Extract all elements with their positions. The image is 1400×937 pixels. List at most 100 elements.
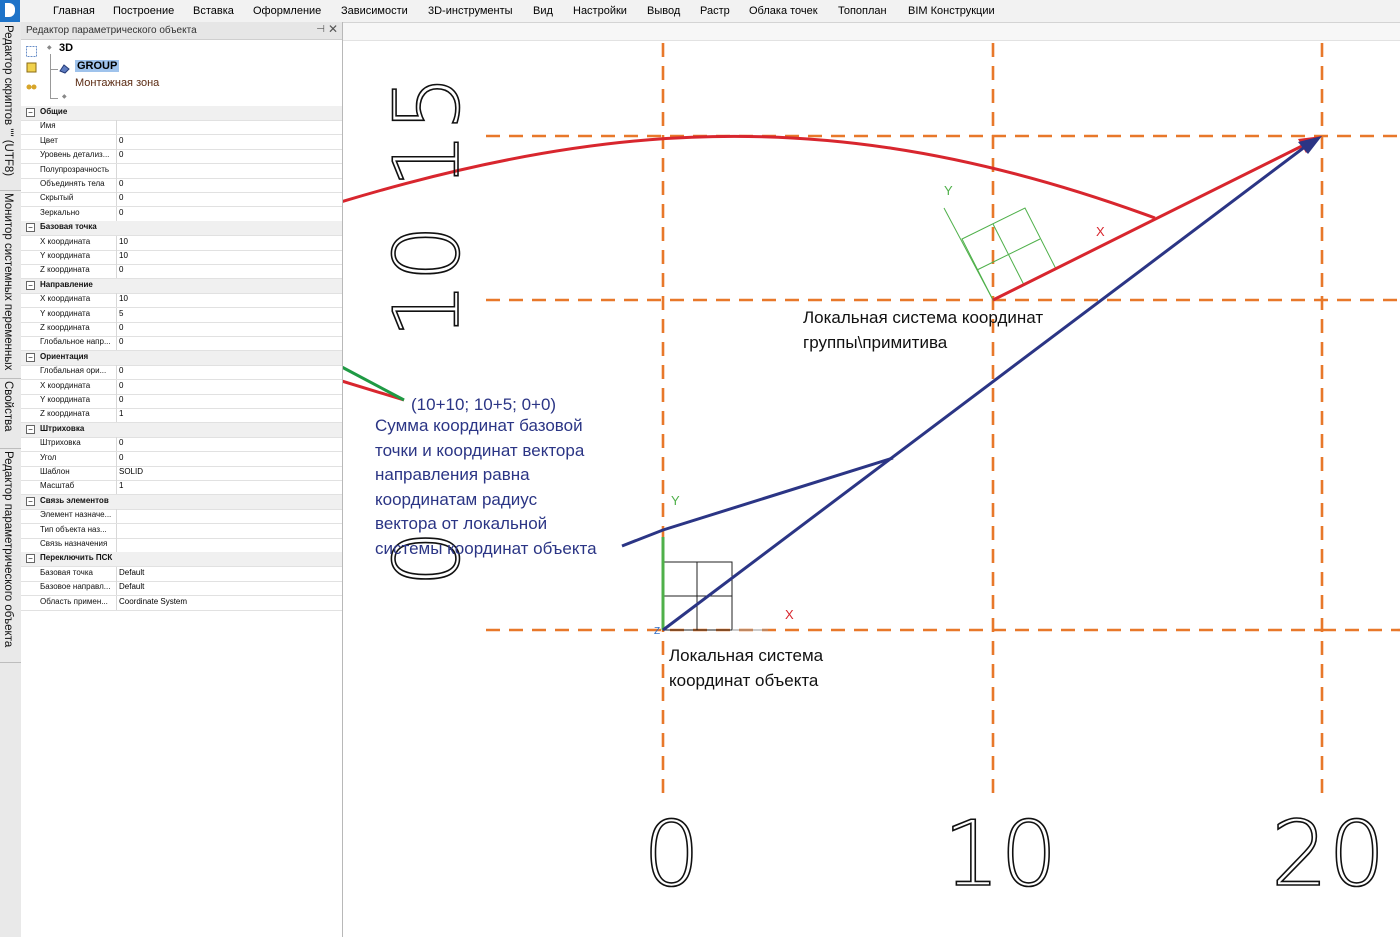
drawing-canvas[interactable]: 0 10 20 0 10 15 (10+10; 10+5; 0+0) Сумма… — [343, 41, 1400, 937]
menu-constraints[interactable]: Зависимости — [341, 5, 408, 17]
property-value[interactable]: 0 — [116, 264, 343, 279]
property-category[interactable]: −Переключить ПСК — [21, 552, 342, 568]
property-label: Z координата — [40, 265, 90, 275]
menu-insert[interactable]: Вставка — [193, 5, 234, 17]
property-row[interactable]: X координата 10 — [21, 293, 343, 309]
menu-3d-tools[interactable]: 3D-инструменты — [428, 5, 513, 17]
menu-topoplan[interactable]: Топоплан — [838, 5, 887, 17]
property-value[interactable]: 10 — [116, 293, 343, 308]
collapse-toggle-icon[interactable]: − — [26, 223, 35, 233]
property-row[interactable]: Шаблон SOLID — [21, 466, 342, 481]
menu-point-clouds[interactable]: Облака точек — [749, 5, 818, 17]
pin-icon[interactable]: ⊣ — [316, 24, 325, 35]
property-value[interactable]: 10 — [116, 235, 343, 250]
property-row[interactable]: Элемент назначе... — [21, 509, 343, 525]
tab-sysvar-monitor[interactable]: Монитор системных переменных — [0, 190, 21, 379]
property-category[interactable]: −Базовая точка — [21, 221, 342, 237]
property-row[interactable]: Тип объекта наз... — [21, 523, 343, 539]
property-category[interactable]: −Связь элементов — [21, 494, 342, 510]
property-row[interactable]: Базовое направл...Default — [21, 581, 343, 597]
collapse-toggle-icon[interactable]: − — [26, 424, 35, 434]
property-value[interactable]: 0 — [116, 206, 343, 221]
property-row[interactable]: Глобальная ори...0 — [21, 365, 343, 381]
property-value[interactable]: 0 — [116, 336, 343, 351]
menu-bim[interactable]: BIM Конструкции — [908, 5, 995, 17]
property-row[interactable]: Уровень детализ... 0 — [21, 149, 343, 165]
property-value[interactable]: 1 — [116, 480, 343, 495]
property-value[interactable]: 10 — [116, 250, 343, 264]
property-value[interactable] — [116, 163, 343, 178]
property-value[interactable]: 0 — [116, 149, 343, 164]
property-category[interactable]: −Направление — [21, 278, 342, 294]
property-label: Уровень детализ... — [40, 150, 110, 160]
property-value[interactable]: Default — [116, 581, 343, 596]
property-value[interactable]: Coordinate System — [116, 595, 343, 610]
collapse-toggle-icon[interactable]: − — [26, 496, 35, 506]
property-row[interactable]: Связь назначения — [21, 538, 342, 553]
property-value[interactable]: 0 — [116, 322, 343, 336]
menu-format[interactable]: Оформление — [253, 5, 322, 17]
property-category[interactable]: −Ориентация — [21, 350, 342, 366]
menu-view[interactable]: Вид — [533, 5, 553, 17]
tab-properties[interactable]: Свойства — [0, 378, 21, 449]
tab-script-editor[interactable]: Редактор скриптов "" (UTF8) — [0, 22, 21, 191]
collapse-toggle-icon[interactable]: − — [26, 554, 35, 564]
property-value[interactable] — [116, 120, 343, 135]
property-value[interactable]: 1 — [116, 408, 343, 423]
property-value[interactable] — [116, 523, 343, 538]
property-value[interactable] — [116, 538, 343, 552]
property-label: X координата — [40, 294, 91, 304]
property-label: Связь элементов — [40, 495, 109, 505]
property-row[interactable]: Имя — [21, 120, 343, 136]
property-value[interactable]: 0 — [116, 192, 343, 207]
tree-root-3d[interactable]: 3D — [59, 42, 74, 54]
property-row[interactable]: Z координата 0 — [21, 264, 343, 280]
property-value[interactable]: SOLID — [116, 466, 343, 480]
property-row[interactable]: Глобальное напр...0 — [21, 336, 343, 352]
panel-header: Редактор параметрического объекта ⊣ ✕ — [21, 22, 342, 40]
collapse-toggle-icon[interactable]: − — [26, 280, 35, 290]
property-value[interactable]: 0 — [116, 365, 343, 380]
property-value[interactable]: 0 — [116, 178, 343, 192]
property-value[interactable]: 5 — [116, 307, 343, 322]
property-value[interactable]: 0 — [116, 451, 343, 466]
menu-home[interactable]: Главная — [53, 5, 95, 17]
property-value[interactable] — [116, 509, 343, 524]
menu-output[interactable]: Вывод — [647, 5, 681, 17]
property-value[interactable]: 0 — [116, 379, 343, 394]
tree-item-mount-zone[interactable]: Монтажная зона — [75, 77, 160, 89]
property-category[interactable]: −Штриховка — [21, 422, 342, 438]
property-row[interactable]: Полупрозрачность — [21, 163, 343, 179]
property-value[interactable]: 0 — [116, 134, 343, 149]
collapse-toggle-icon[interactable]: − — [26, 352, 35, 362]
menu-build[interactable]: Построение — [113, 5, 175, 17]
collapse-toggle-icon[interactable]: − — [26, 108, 35, 117]
tree-group[interactable]: GROUP — [75, 60, 120, 72]
property-label: Шаблон — [40, 467, 70, 476]
tab-param-editor[interactable]: Редактор параметрического объекта — [0, 448, 21, 663]
app-logo-icon[interactable] — [0, 0, 20, 22]
menu-raster[interactable]: Растр — [700, 5, 730, 17]
property-value[interactable]: 0 — [116, 394, 343, 408]
property-category[interactable]: −Общие — [21, 106, 342, 121]
close-icon[interactable]: ✕ — [327, 22, 338, 36]
property-value[interactable]: 0 — [116, 437, 343, 452]
property-value[interactable]: Default — [116, 566, 343, 581]
menu-settings[interactable]: Настройки — [573, 5, 627, 17]
property-row[interactable]: Область примен...Coordinate System — [21, 595, 343, 611]
